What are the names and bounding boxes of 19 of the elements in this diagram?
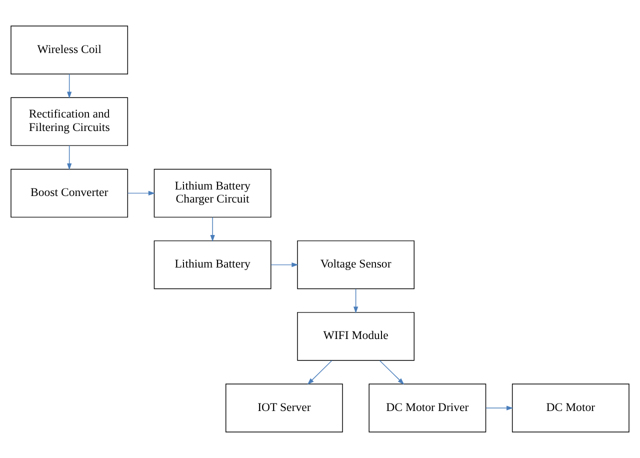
arrow (67, 74, 72, 98)
arrow (379, 360, 404, 385)
node-box: WIFI Module (297, 312, 414, 361)
arrow (67, 145, 72, 170)
node-box: Voltage Sensor (297, 240, 414, 290)
node-box: Wireless Coil (10, 26, 128, 74)
node-box: IOT Server (226, 384, 343, 432)
arrow (270, 262, 298, 268)
node-box: Boost Converter (10, 168, 128, 218)
node-box: Lithium Battery Charger Circuit (154, 168, 272, 218)
arrow (486, 406, 514, 410)
arrow (353, 288, 358, 314)
node-box: DC Motor (512, 384, 630, 432)
node-box: DC Motor Driver (368, 384, 486, 432)
arrow (307, 360, 332, 385)
arrow (127, 190, 156, 196)
node-box: Lithium Battery (154, 240, 272, 290)
node-box: Rectification and Filtering Circuits (10, 97, 128, 146)
arrow (210, 216, 215, 242)
